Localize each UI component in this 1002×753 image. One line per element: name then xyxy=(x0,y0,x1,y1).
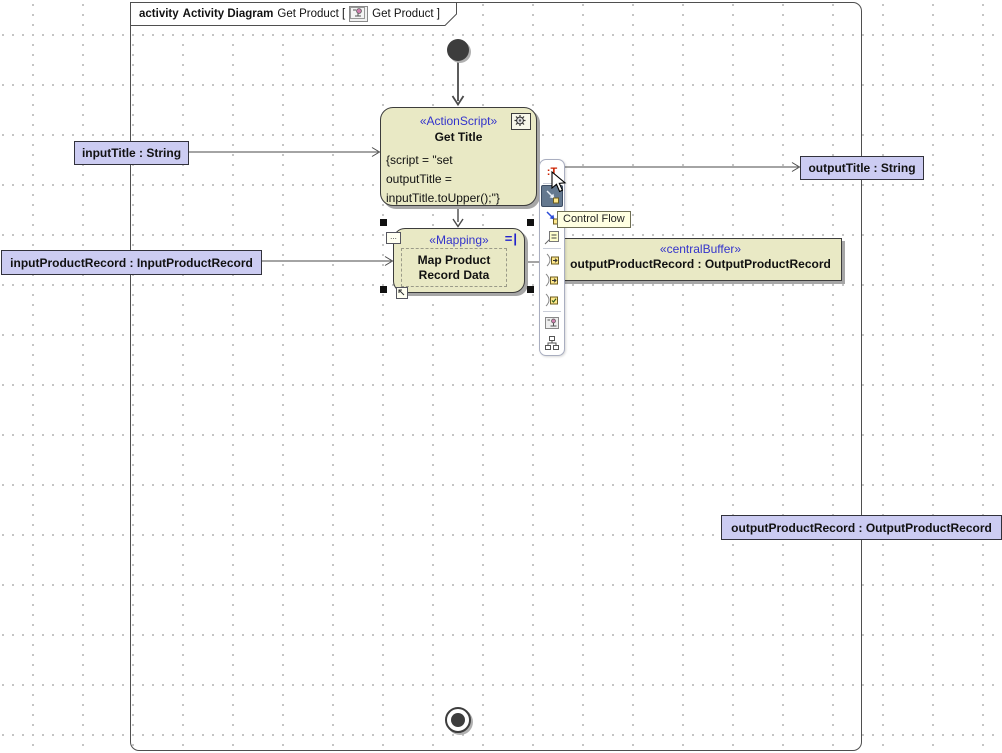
parameter-label-text: outputTitle : String xyxy=(808,161,916,175)
parameter-label-text: outputProductRecord : OutputProductRecor… xyxy=(731,520,992,535)
action-mapping[interactable]: «Mapping» =| Map Product Record Data xyxy=(393,228,525,293)
action-get-title[interactable]: «ActionScript» Get Title {script = "set … xyxy=(380,107,537,206)
frame-keyword: activity xyxy=(139,8,179,20)
frame-diagram-name: Get Product [ xyxy=(277,8,346,20)
mouse-cursor-icon xyxy=(551,170,571,195)
frame-diagram-kind: Activity Diagram xyxy=(182,8,274,20)
selection-handle-top-left[interactable] xyxy=(380,219,387,226)
value-pin-icon[interactable] xyxy=(542,290,562,310)
script-line: outputTitle = xyxy=(386,172,452,186)
get-title-name: Get Title xyxy=(434,130,483,144)
mapping-name-line2: Record Data xyxy=(418,267,490,282)
selection-handle-bottom-right[interactable] xyxy=(527,286,534,293)
central-buffer-node[interactable]: «centralBuffer» outputProductRecord : Ou… xyxy=(559,238,842,281)
mapping-name-line1: Map Product xyxy=(417,252,491,267)
get-title-stereotype: «ActionScript» xyxy=(419,114,498,128)
object-flow-icon[interactable] xyxy=(542,207,562,227)
gear-icon[interactable] xyxy=(511,113,531,130)
parameter-input-title[interactable]: inputTitle : String xyxy=(74,141,189,165)
toolbar-separator xyxy=(543,248,561,249)
selection-handle-bottom-left[interactable] xyxy=(380,286,387,293)
mapping-stereotype: «Mapping» xyxy=(429,233,489,247)
activity-diagram-icon xyxy=(349,6,369,22)
activity-frame xyxy=(130,2,862,751)
parameter-label-text: inputProductRecord : InputProductRecord xyxy=(10,255,253,270)
output-pin-icon[interactable] xyxy=(542,250,562,270)
parameter-output-product-record[interactable]: outputProductRecord : OutputProductRecor… xyxy=(721,515,1002,540)
structure-icon[interactable] xyxy=(542,333,562,353)
central-buffer-name: outputProductRecord : OutputProductRecor… xyxy=(570,257,831,271)
final-node-core xyxy=(451,713,465,727)
frame-header-pentagon xyxy=(130,2,457,26)
parameter-input-product-record[interactable]: inputProductRecord : InputProductRecord xyxy=(1,250,262,275)
compartments-menu-icon[interactable]: ... xyxy=(386,232,401,244)
input-pin-icon[interactable] xyxy=(542,270,562,290)
mapping-icon: =| xyxy=(504,231,518,246)
frame-header[interactable]: activity Activity Diagram Get Product [ … xyxy=(139,6,440,22)
autosize-corner-icon[interactable] xyxy=(396,287,408,299)
parameter-output-title[interactable]: outputTitle : String xyxy=(800,156,924,180)
script-line: inputTitle.toUpper();"} xyxy=(386,191,500,205)
activity-final-node[interactable] xyxy=(445,707,471,733)
parameter-label-text: inputTitle : String xyxy=(81,146,182,160)
mapping-name-box: Map Product Record Data xyxy=(401,248,507,287)
initial-node[interactable] xyxy=(447,39,469,61)
selection-handle-top-right[interactable] xyxy=(527,219,534,226)
assigned-diagram-icon[interactable] xyxy=(542,313,562,333)
toolbar-separator xyxy=(543,311,561,312)
central-buffer-stereotype: «centralBuffer» xyxy=(659,242,742,256)
note-icon[interactable] xyxy=(542,227,562,247)
script-line: {script = "set xyxy=(386,153,453,167)
frame-diagram-ref: Get Product ] xyxy=(372,8,440,20)
get-title-script: {script = "set outputTitle = inputTitle.… xyxy=(386,151,500,208)
tooltip: Control Flow xyxy=(557,211,631,228)
